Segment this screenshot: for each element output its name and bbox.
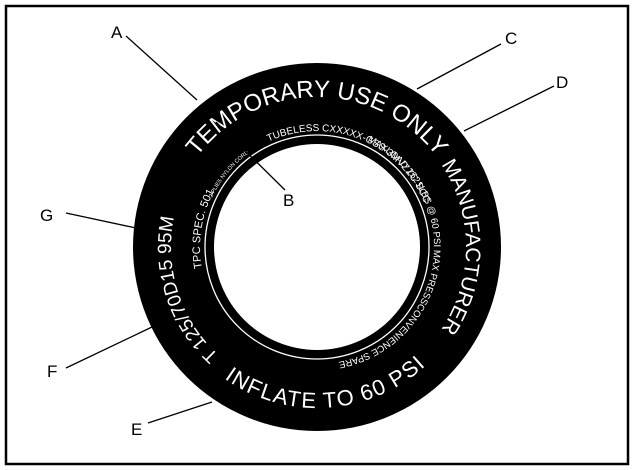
leader-line-c (416, 43, 502, 90)
diagram-frame (4, 4, 630, 466)
callout-label-g: G (40, 206, 53, 225)
callout-label-c: C (505, 29, 517, 48)
callout-label-a: A (111, 23, 123, 42)
leader-lines (65, 35, 555, 424)
leader-line-d (463, 85, 555, 132)
leader-line-f (65, 326, 153, 369)
leader-line-a (125, 35, 198, 101)
leader-line-b (215, 121, 286, 191)
tire-wheel-opening (214, 144, 420, 350)
leader-line-e (147, 401, 213, 424)
callout-label-f: F (47, 362, 57, 381)
leader-line-g (65, 212, 137, 229)
callout-label-b: B (283, 191, 294, 210)
tire-rim-line (204, 134, 430, 360)
callout-label-e: E (131, 420, 142, 439)
callout-label-d: D (556, 73, 568, 92)
